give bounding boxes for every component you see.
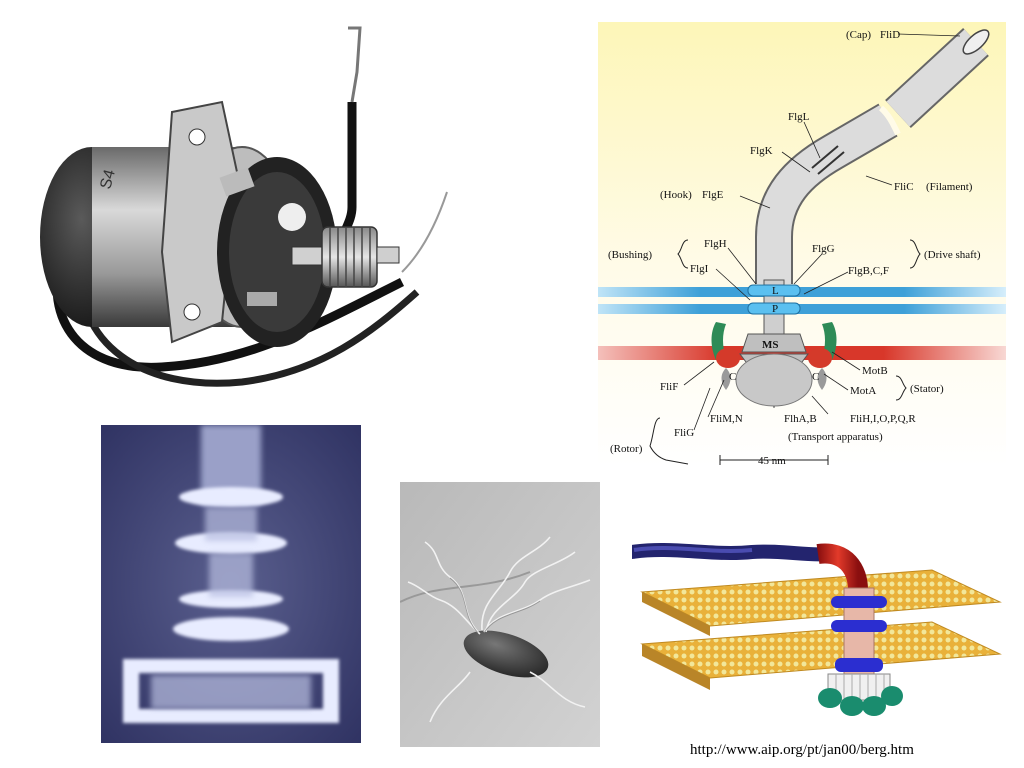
flig-label: FliG	[674, 427, 694, 439]
stator-left-mota	[716, 348, 740, 368]
rotor-label: (Rotor)	[610, 443, 643, 455]
flagellar-motor-3d-model	[632, 540, 1002, 720]
filament-cap	[962, 29, 990, 55]
p-ring	[747, 302, 801, 315]
ring-p-label: P	[772, 303, 778, 315]
flgi-label: FlgI	[690, 263, 709, 275]
flagellar-motor-diagram: L P MS C C	[598, 22, 1006, 466]
outer-membrane-top	[598, 287, 1006, 297]
stator-right-mota	[808, 348, 832, 368]
bacterium-sem-image	[400, 482, 600, 747]
flgbcf-label: FlgB,C,F	[848, 265, 889, 277]
c-right-label: C	[812, 371, 819, 383]
basal-body-micrograph	[101, 425, 361, 743]
model-ms-ring	[835, 658, 883, 672]
filament-label: (Filament)	[926, 181, 973, 193]
model-drawing	[632, 543, 1002, 716]
stator-label: (Stator)	[910, 383, 944, 395]
outer-membrane-bottom	[598, 304, 1006, 314]
bushing-label: (Bushing)	[608, 249, 652, 261]
svg-text:S4: S4	[97, 168, 119, 191]
flgl-label: FlgL	[788, 111, 810, 123]
model-p-ring	[831, 620, 887, 632]
flih-label: FliH,I,O,P,Q,R	[850, 413, 916, 425]
flagellar-motor-svg: L P MS C C	[598, 22, 1006, 466]
flim-label: FliM,N	[710, 413, 743, 425]
c-left-label: C	[729, 371, 736, 383]
electric-motor-photo: S4	[22, 22, 462, 407]
inner-membrane	[598, 346, 1006, 360]
mota-label: MotA	[850, 385, 876, 397]
ms-ring	[741, 333, 807, 353]
model-switch-complex	[818, 686, 903, 716]
micrograph-drawing	[101, 425, 361, 743]
flif-label: FliF	[660, 381, 678, 393]
hook-label: (Hook)	[660, 189, 692, 201]
flgg-label: FlgG	[812, 243, 835, 255]
motb-label: MotB	[862, 365, 888, 377]
model-l-ring	[831, 596, 887, 608]
ring-l-label: L	[772, 285, 779, 297]
flhab-label: FlhA,B	[784, 413, 817, 425]
bacterium-drawing	[400, 482, 600, 747]
l-ring	[747, 284, 801, 297]
flic-label: FliC	[894, 181, 914, 193]
ms-label: MS	[762, 339, 779, 351]
drive-shaft-label: (Drive shaft)	[924, 249, 981, 261]
bacterium-cell	[463, 630, 549, 678]
flgk-label: FlgK	[750, 145, 773, 157]
transport-apparatus	[735, 353, 813, 407]
source-url: http://www.aip.org/pt/jan00/berg.htm	[690, 742, 914, 758]
flge-label: FlgE	[702, 189, 724, 201]
flid-label: FliD	[880, 29, 900, 41]
electric-motor-drawing: S4	[40, 26, 448, 387]
scale-bar-label: 45 nm	[758, 455, 786, 466]
transport-label: (Transport apparatus)	[788, 431, 883, 443]
flgh-label: FlgH	[704, 238, 727, 250]
cap-label: (Cap)	[846, 29, 871, 41]
